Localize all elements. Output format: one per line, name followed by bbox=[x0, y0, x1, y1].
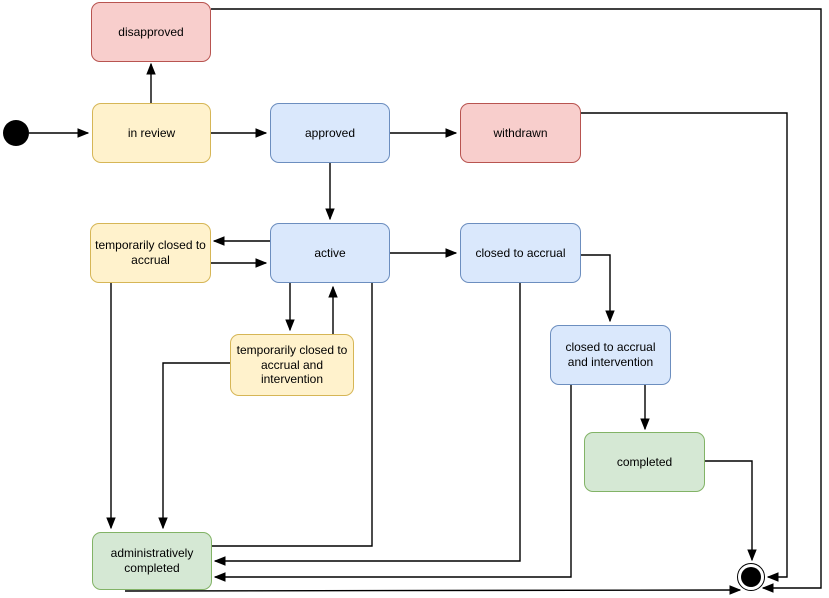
edge-closed-to-accrual-to-administratively-completed bbox=[215, 283, 521, 561]
completed-state-node: completed bbox=[584, 432, 705, 492]
edge-closed-to-accrual-to-closed-to-accrual-and-intervention bbox=[581, 254, 610, 321]
edge-disapproved-to-end bbox=[211, 8, 822, 588]
edge-temporarily-closed-to-accrual-and-intervention-to-administratively-completed bbox=[163, 362, 230, 528]
end-state-node-core bbox=[740, 566, 761, 587]
approved-state-node: approved bbox=[270, 103, 390, 163]
withdrawn-state-node: withdrawn bbox=[460, 103, 581, 163]
edge-withdrawn-to-end bbox=[581, 112, 788, 577]
edge-closed-to-accrual-and-intervention-to-administratively-completed bbox=[215, 385, 572, 577]
edge-administratively-completed-to-end bbox=[124, 590, 740, 591]
closed-to-accrual-and-intervention-state-node: closed to accrual and intervention bbox=[550, 325, 671, 385]
closed-to-accrual-state-node: closed to accrual bbox=[460, 223, 581, 283]
disapproved-state-node: disapproved bbox=[91, 2, 211, 62]
edge-active-to-administratively-completed bbox=[212, 283, 373, 547]
temporarily-closed-to-accrual-state-node: temporarily closed to accrual bbox=[90, 223, 211, 283]
temporarily-closed-to-accrual-and-intervention-state-node: temporarily closed to accrual and interv… bbox=[230, 334, 354, 396]
edge-completed-to-end bbox=[705, 460, 752, 560]
active-state-node: active bbox=[270, 223, 390, 283]
administratively-completed-state-node: administratively completed bbox=[92, 532, 212, 590]
in-review-state-node: in review bbox=[92, 103, 211, 163]
end-state-node bbox=[737, 563, 765, 591]
start-state-node bbox=[3, 120, 29, 146]
